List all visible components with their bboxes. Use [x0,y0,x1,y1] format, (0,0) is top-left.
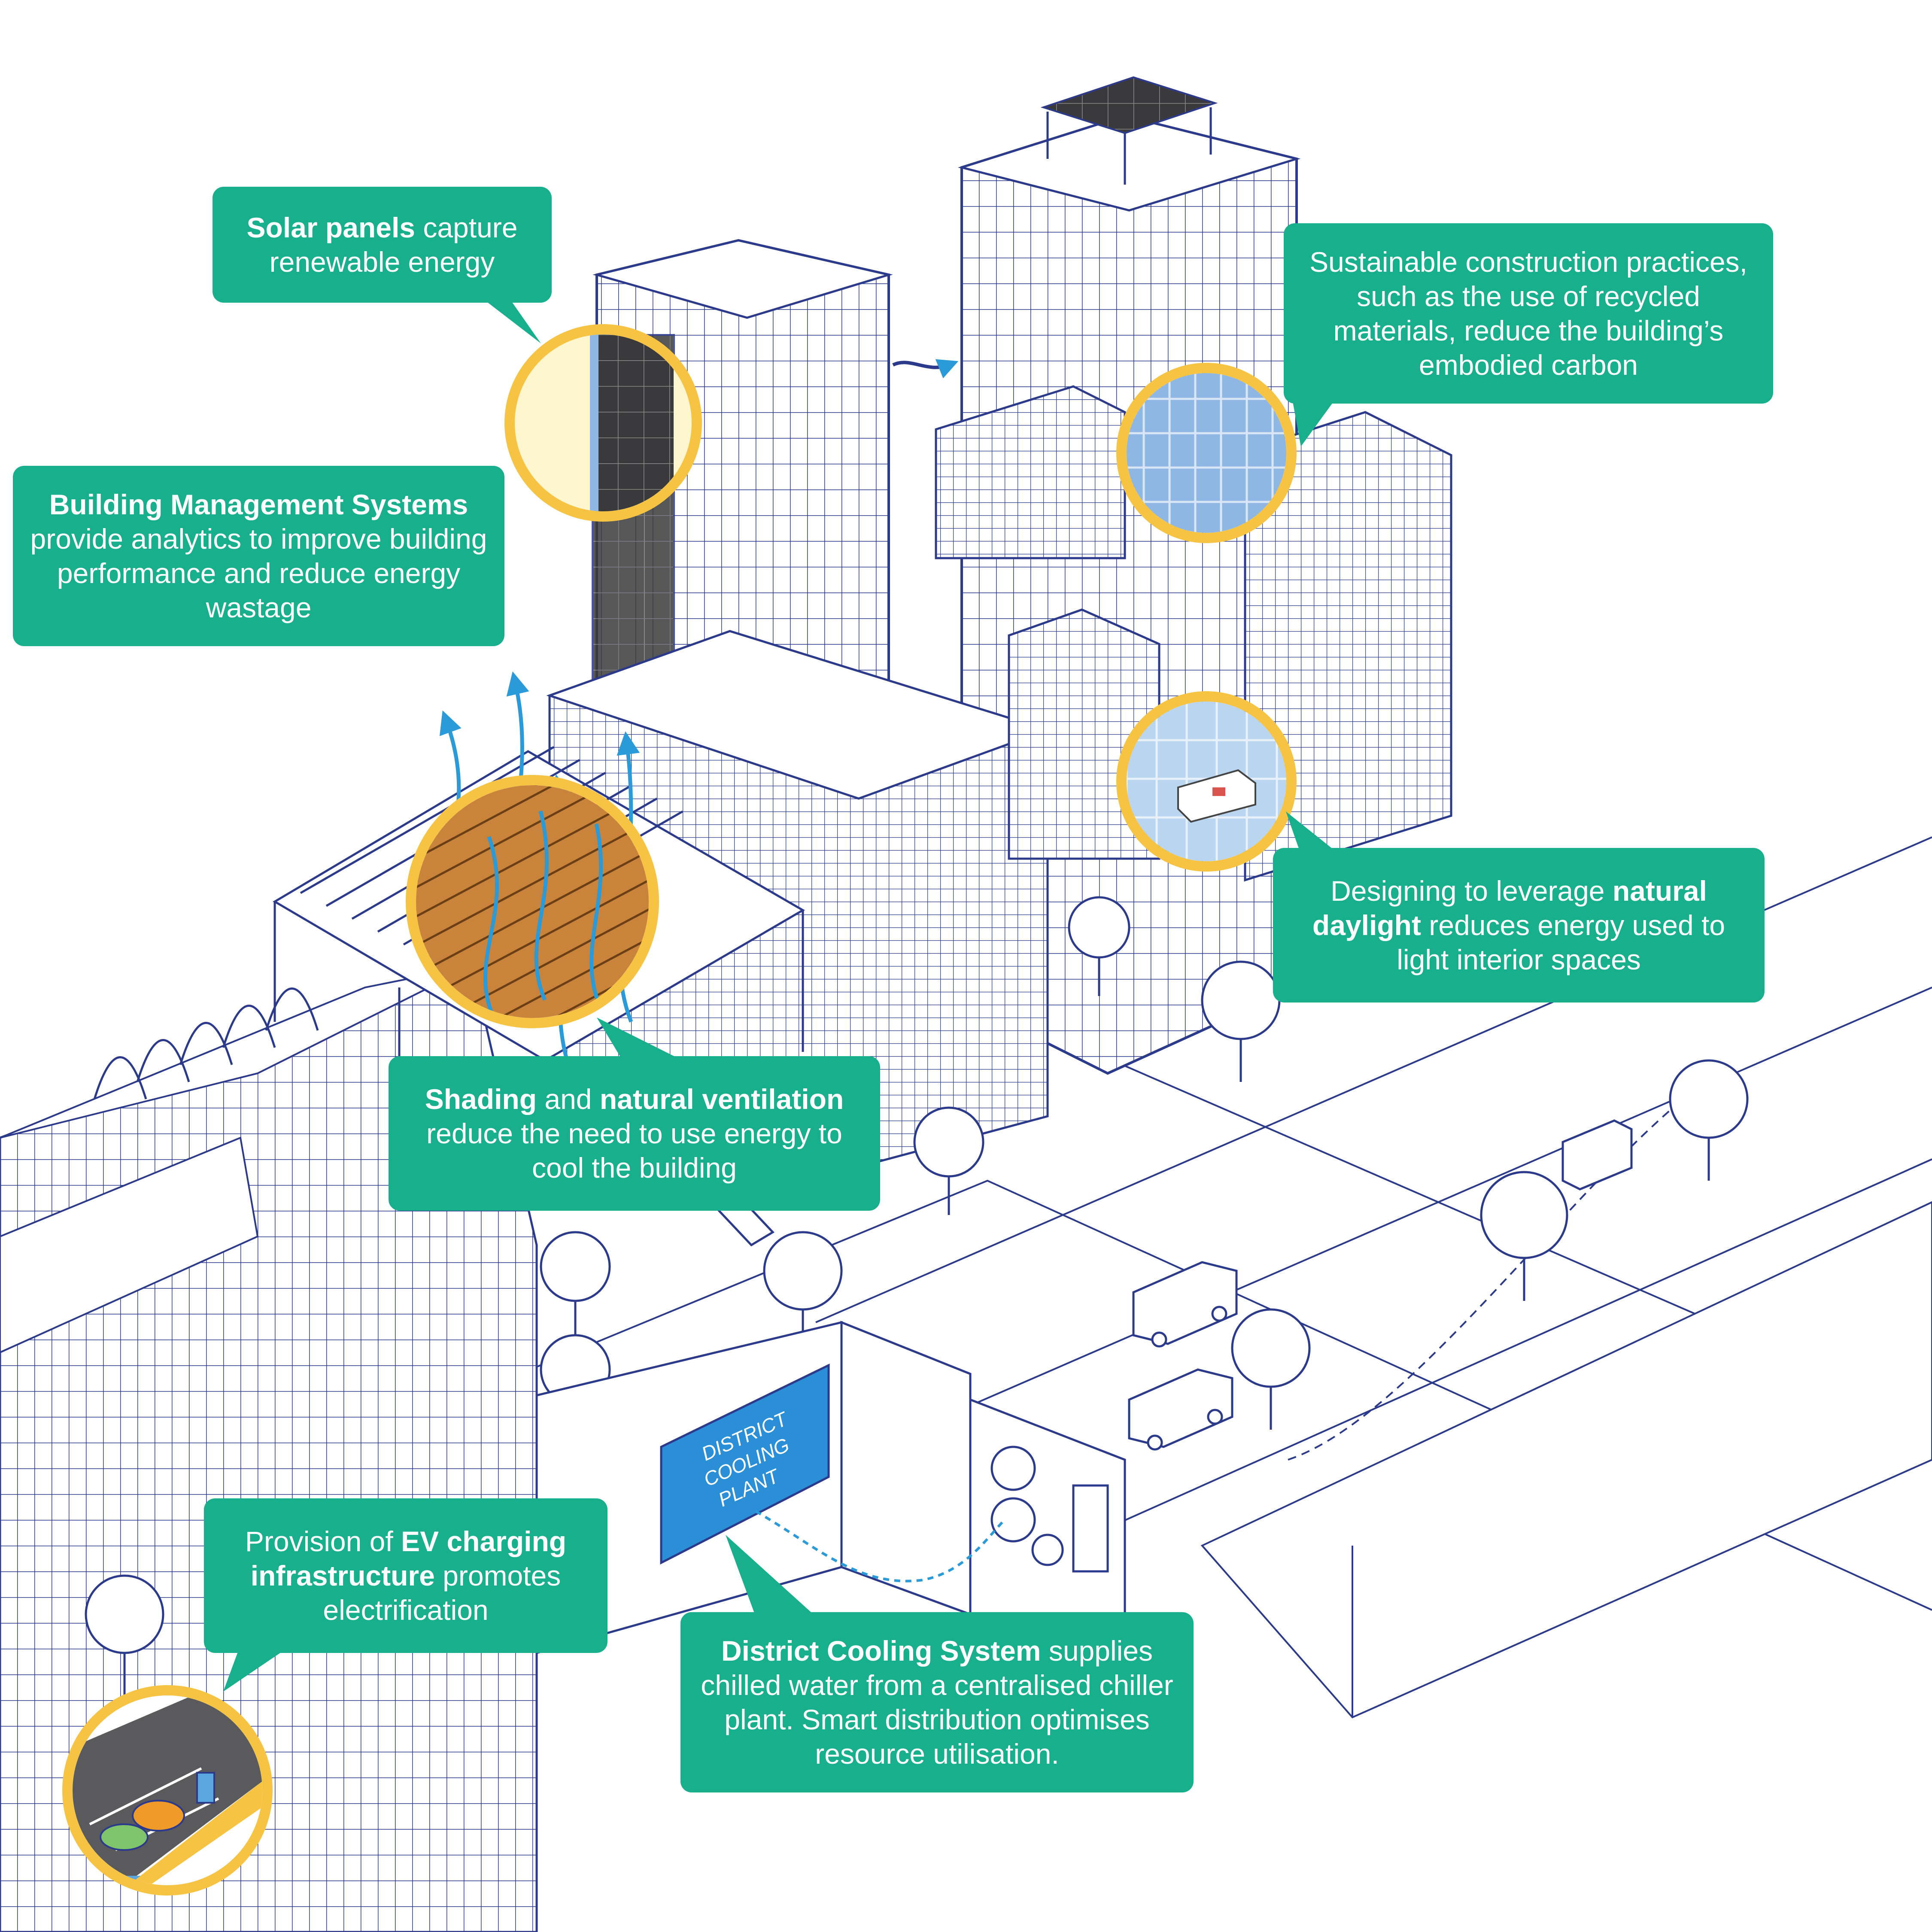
tree-icon [540,1231,611,1340]
callout-ev-bold: EV charging infrastructure [250,1525,567,1592]
callout-cooling-bold: District Cooling System [721,1635,1041,1667]
callout-solar-bold: Solar panels [246,212,416,243]
district-cooling-callout: District Cooling System supplies chilled… [680,1612,1194,1792]
solar-panel-lens [504,324,702,522]
solar-panels-callout: Solar panels capture renewable energy [213,187,552,303]
callout-daylight-pre: Designing to leverage [1331,875,1613,907]
callout-shading-bold2: natural ventilation [599,1083,844,1115]
cooling-distribution-line [755,1510,1006,1583]
natural-daylight-callout: Designing to leverage natural daylight r… [1273,848,1765,1002]
ev-car-icon [73,1695,262,1885]
tree-icon [913,1106,984,1215]
bus-icon [1132,1261,1238,1348]
callout-construction-text: Sustainable construction practices, such… [1309,246,1747,381]
callout-bms-text: provide analytics to improve building pe… [30,523,487,623]
callout-ev-text: promotes electrification [323,1560,561,1626]
building-management-callout: Building Management Systems provide anal… [13,466,504,646]
shading-ventilation-callout: Shading and natural ventilation reduce t… [389,1056,880,1211]
cooling-plant [535,1321,1126,1655]
bus-icon [1561,1119,1633,1191]
natural-daylight-lens [1116,691,1297,872]
solar-panel-icon [590,334,674,511]
sustainable-construction-callout: Sustainable construction practices, such… [1284,223,1773,404]
tree-icon [1231,1308,1311,1430]
tree-icon [85,1574,164,1700]
charger-icon [196,1772,215,1804]
glass-facade-icon [1127,373,1286,533]
callout-solar-text: capture renewable energy [269,212,518,278]
buses [1128,1119,1633,1451]
ev-charging-lens [62,1685,273,1896]
cooling-pipe-icon [990,1446,1109,1573]
recycled-glass-lens [1116,363,1297,543]
timber-slats-icon [416,785,649,1018]
interior-view-icon [1127,702,1286,861]
tree-icon [1068,896,1130,996]
shading-wood-lens [406,775,659,1028]
district-cooling-plant-sign: DISTRICT COOLING PLANT [660,1364,830,1565]
callout-shading-text: reduce the need to use energy to cool th… [426,1118,842,1184]
callout-shading-mid: and [537,1083,600,1115]
tree-icon [1480,1171,1568,1301]
callout-daylight-bold: natural daylight [1312,875,1707,941]
tree-icon [763,1231,843,1352]
callout-cooling-text: supplies chilled water from a centralise… [701,1635,1173,1770]
callout-bms-bold: Building Management Systems [49,489,468,520]
ev-charging-callout: Provision of EV charging infrastructure … [204,1498,608,1653]
callout-daylight-text: reduces energy used to light interior sp… [1397,909,1725,975]
tree-icon [1669,1059,1749,1181]
bus-icon [1128,1368,1233,1451]
callout-ev-pre: Provision of [245,1525,401,1557]
callout-shading-bold1: Shading [425,1083,537,1115]
tree-icon [1201,960,1281,1082]
